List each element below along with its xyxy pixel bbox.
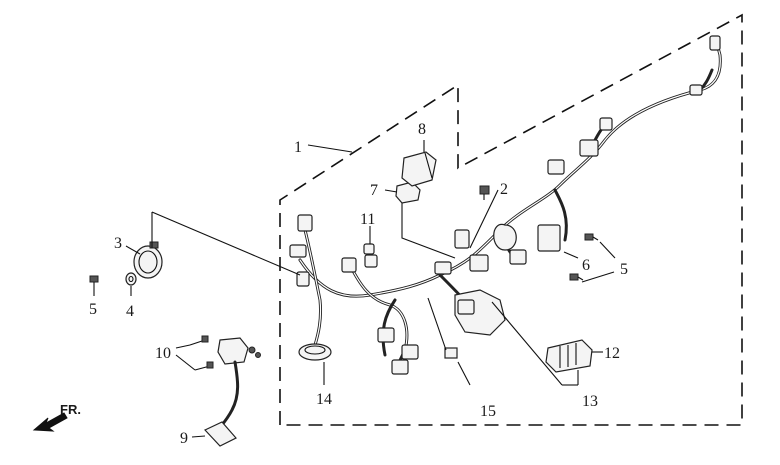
harness-connector xyxy=(364,254,378,268)
harness-connector xyxy=(341,257,357,273)
assembly-boundary xyxy=(279,13,743,426)
leader-lines xyxy=(93,140,616,438)
harness-connector xyxy=(509,249,527,265)
harness-connector xyxy=(709,35,721,51)
bolts-pair xyxy=(189,335,214,371)
callout-6: 6 xyxy=(582,257,590,274)
harness-connector xyxy=(377,327,395,343)
callout-8: 8 xyxy=(418,121,426,138)
callout-11: 11 xyxy=(360,211,375,228)
harness-loop-clamp xyxy=(493,224,517,251)
harness-connector xyxy=(454,229,470,249)
horn xyxy=(133,241,163,279)
harness-connector xyxy=(296,271,310,287)
callout-3: 3 xyxy=(114,235,122,252)
callout-1: 1 xyxy=(294,139,302,156)
cable-band xyxy=(298,343,332,361)
callout-12: 12 xyxy=(604,345,620,362)
harness-connector xyxy=(599,117,613,131)
regulator-unit xyxy=(545,339,593,373)
callout-7: 7 xyxy=(370,182,378,199)
callout-4: 4 xyxy=(126,303,134,320)
harness-connector xyxy=(547,159,565,175)
harness-connector xyxy=(297,214,313,232)
front-direction-arrow-icon xyxy=(32,412,68,432)
harness-connector xyxy=(391,359,409,375)
washer xyxy=(125,272,137,286)
relay xyxy=(457,299,475,315)
callout-15: 15 xyxy=(480,403,496,420)
callout-10: 10 xyxy=(155,345,171,362)
callout-14: 14 xyxy=(316,391,332,408)
starter-relay xyxy=(203,337,261,447)
callout-9: 9 xyxy=(180,430,188,447)
harness-connector xyxy=(434,261,452,275)
bolt-2 xyxy=(479,185,490,200)
bolts-right xyxy=(569,233,599,281)
harness-connector xyxy=(289,244,307,258)
harness-connector xyxy=(689,84,703,96)
callout-5-left: 5 xyxy=(89,301,97,318)
front-direction-label: FR. xyxy=(60,402,81,417)
callout-2: 2 xyxy=(500,181,508,198)
callout-13: 13 xyxy=(582,393,598,410)
part-15-marker xyxy=(444,347,458,359)
harness-connector xyxy=(469,254,489,272)
bolt xyxy=(89,275,99,288)
harness-connector xyxy=(401,344,419,360)
relay-plug xyxy=(203,421,237,447)
harness-connector xyxy=(579,139,599,157)
callout-5-right: 5 xyxy=(620,261,628,278)
harness-connector-block xyxy=(537,224,561,252)
wire-harness xyxy=(289,35,722,375)
connector-8 xyxy=(401,151,437,187)
connector-11 xyxy=(363,243,375,255)
